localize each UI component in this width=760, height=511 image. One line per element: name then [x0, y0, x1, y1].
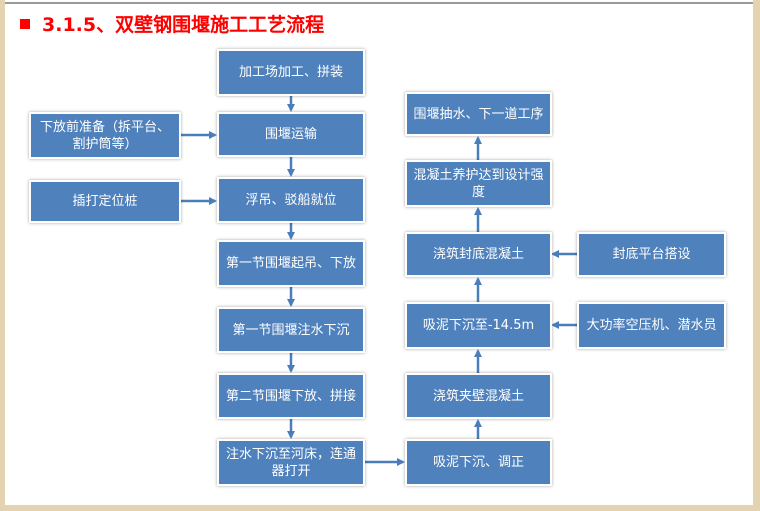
step-first-section-sink: 第一节围堰注水下沉	[217, 307, 365, 353]
step-dredge-adjust: 吸泥下沉、调正	[405, 439, 552, 486]
step-second-section: 第二节围堰下放、拼接	[217, 373, 365, 419]
top-divider	[5, 2, 753, 4]
step-transport: 围堰运输	[217, 112, 365, 157]
prep-before-lowering: 下放前准备（拆平台、割护筒等）	[29, 112, 181, 159]
step-first-section-lower: 第一节围堰起吊、下放	[217, 240, 365, 287]
resource-compressor-divers: 大功率空压机、潜水员	[577, 302, 726, 349]
step-concrete-curing: 混凝土养护达到设计强度	[405, 160, 552, 207]
step-dredge-to-depth: 吸泥下沉至-14.5m	[405, 302, 552, 349]
step-pour-wall-concrete: 浇筑夹壁混凝土	[405, 373, 552, 419]
step-sink-to-riverbed: 注水下沉至河床，连通器打开	[217, 439, 365, 486]
square-bullet-icon	[20, 18, 30, 29]
bottom-seal-platform: 封底平台搭设	[577, 232, 726, 277]
step-crane-positioning: 浮吊、驳船就位	[217, 177, 365, 223]
step-dewatering: 围堰抽水、下一道工序	[405, 92, 552, 136]
step-fabrication: 加工场加工、拼装	[217, 49, 365, 96]
slide-title: 3.1.5、双壁钢围堰施工工艺流程	[20, 10, 324, 37]
step-pour-bottom-seal: 浇筑封底混凝土	[405, 232, 552, 277]
title-text: 3.1.5、双壁钢围堰施工工艺流程	[42, 14, 325, 36]
positioning-piles: 插打定位桩	[29, 180, 181, 223]
